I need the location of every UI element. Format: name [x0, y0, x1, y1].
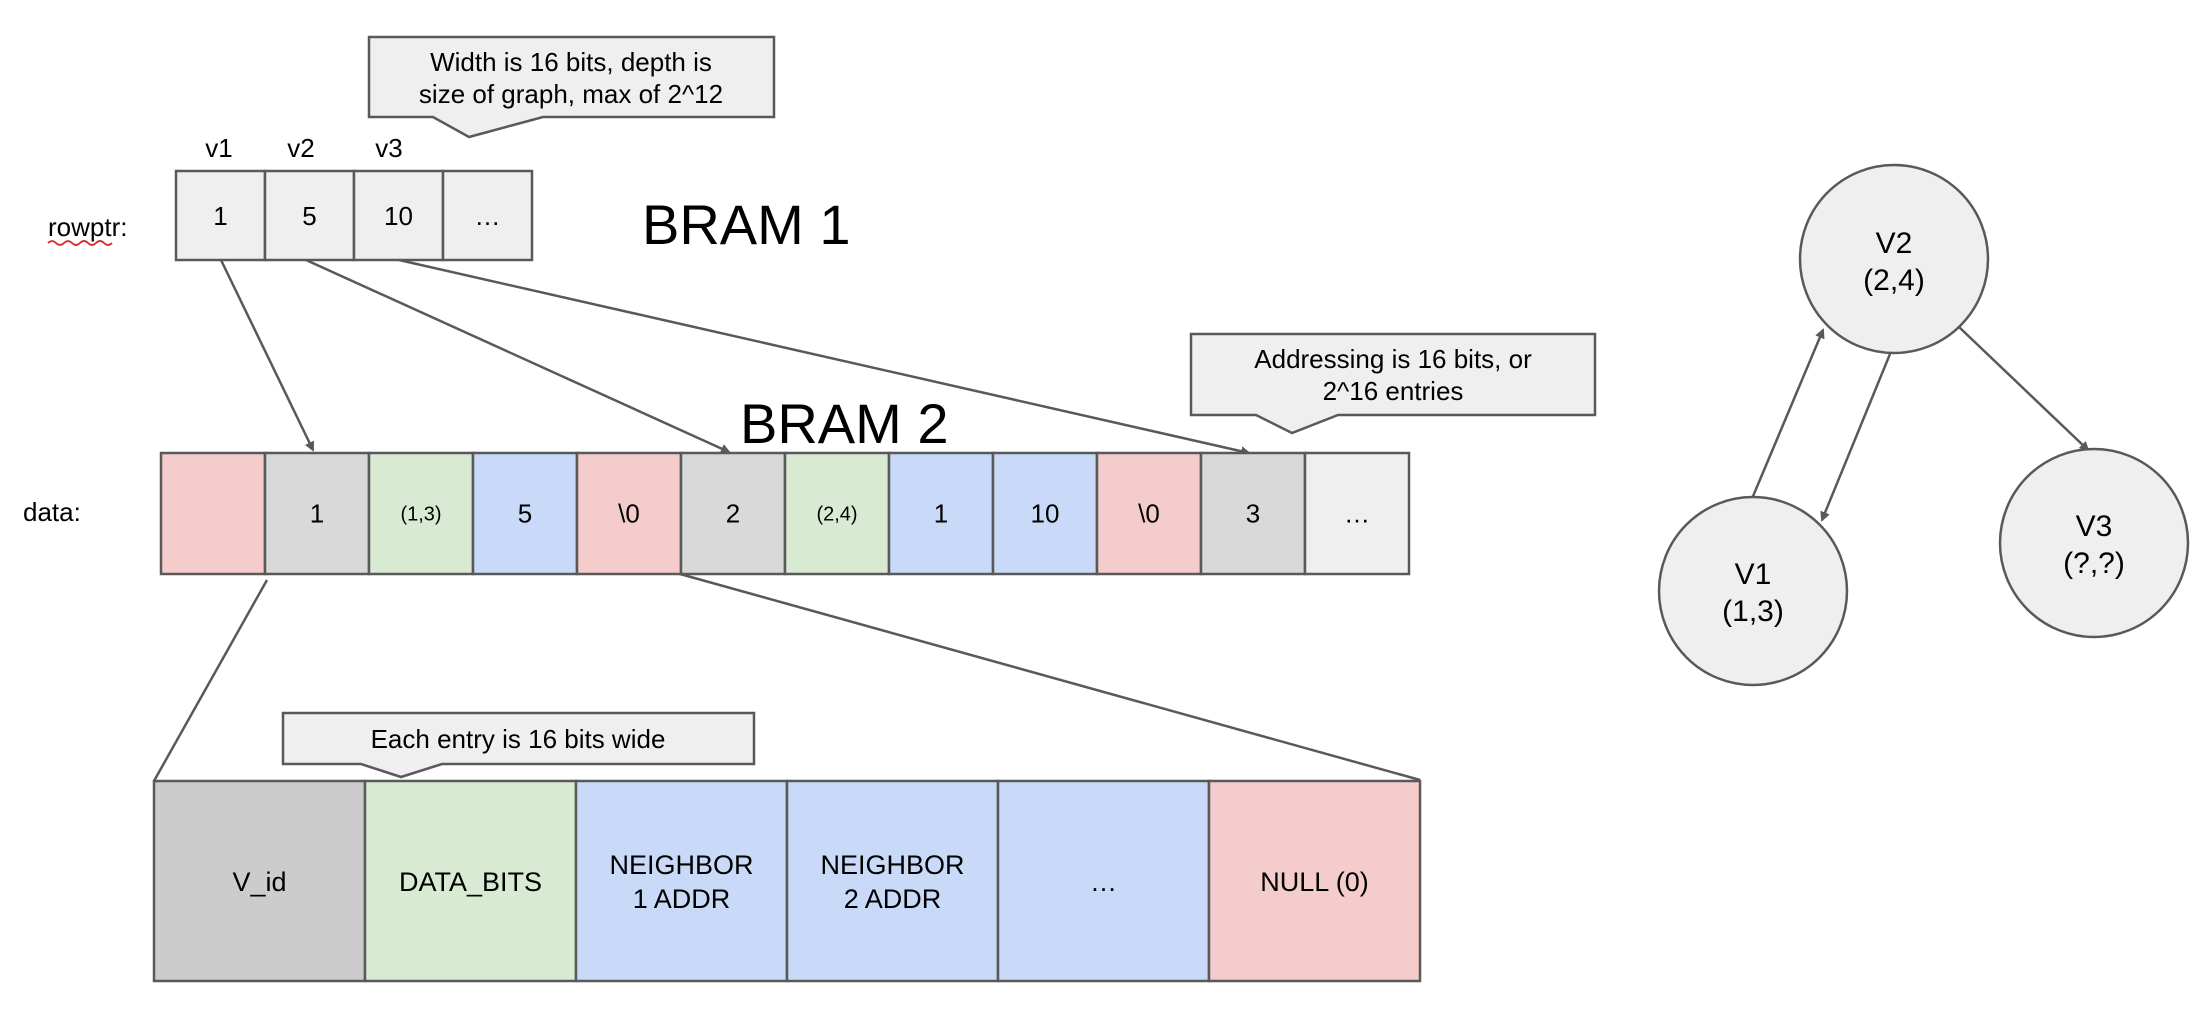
data-cell-value: …	[1344, 499, 1370, 529]
rowptr-cell-value: 1	[213, 201, 227, 231]
rowptr-label: rowptr:	[48, 212, 127, 242]
spellcheck-squiggle	[47, 240, 113, 246]
data-cell-value: 1	[310, 499, 324, 529]
rowptr-cell	[352, 169, 445, 262]
rowptr-v3-pointer-arrow	[398, 258, 1251, 457]
rowptr-cell-value: 5	[302, 201, 316, 231]
node-v1-coords: (1,3)	[1722, 595, 1784, 628]
data-cell	[471, 451, 579, 576]
bram1-title: BRAM 1	[642, 193, 851, 256]
edge-v1-to-v2	[1749, 328, 1825, 502]
node-v2-name: V2	[1876, 227, 1913, 260]
expansion-line-left	[152, 579, 269, 782]
data-cell-value: 1	[934, 499, 948, 529]
entry-field-label: 1 ADDR	[633, 884, 731, 914]
entry-field	[1207, 779, 1422, 983]
data-cell	[991, 451, 1099, 576]
data-cell	[887, 451, 995, 576]
graph-node-v2: V2 (2,4)	[1798, 163, 1990, 355]
entry-field-label: V_id	[232, 867, 286, 897]
bram2-title: BRAM 2	[740, 392, 949, 455]
edge-v2-to-v1	[1820, 353, 1892, 522]
data-cell	[679, 451, 787, 576]
entry-field-label: DATA_BITS	[399, 867, 542, 897]
data-cell	[575, 451, 683, 576]
data-cell	[1303, 451, 1411, 576]
data-cell-value: (2,4)	[816, 504, 857, 526]
entry-width-callout-text: Each entry is 16 bits wide	[371, 724, 666, 754]
data-array: 1 (1,3) 5 \0 2 (2,4) 1 10 \0 3 …	[159, 451, 1411, 576]
data-cell	[783, 451, 891, 576]
rowptr-array: 1 5 10 …	[174, 169, 534, 262]
entry-field	[785, 779, 1000, 983]
graph-node-v3: V3 (?,?)	[1998, 447, 2190, 639]
data-cell	[159, 451, 267, 576]
entry-field-label: 2 ADDR	[844, 884, 942, 914]
rowptr-header-v1: v1	[205, 133, 232, 163]
node-v3-name: V3	[2076, 510, 2113, 543]
node-v1-name: V1	[1735, 558, 1772, 591]
graph-node-v1: V1 (1,3)	[1657, 495, 1849, 687]
data-cell	[367, 451, 475, 576]
data-cell-value: 5	[518, 499, 532, 529]
node-v3-coords: (?,?)	[2063, 547, 2125, 580]
data-cell-value: \0	[618, 499, 640, 529]
rowptr-cell	[441, 169, 534, 262]
rowptr-v1-pointer-arrow	[219, 259, 315, 452]
entry-field-label: NEIGHBOR	[609, 850, 753, 880]
width-depth-callout: Width is 16 bits, depth is size of graph…	[367, 35, 776, 139]
width-depth-callout-line-1: Width is 16 bits, depth is	[430, 47, 712, 77]
addressing-callout: Addressing is 16 bits, or 2^16 entries	[1189, 332, 1597, 435]
rowptr-cell	[263, 169, 356, 262]
data-cell	[1199, 451, 1307, 576]
data-label: data:	[23, 497, 81, 527]
entry-field-label: …	[1090, 867, 1117, 897]
width-depth-callout-line-2: size of graph, max of 2^12	[419, 79, 723, 109]
data-cell-value: \0	[1138, 499, 1160, 529]
entry-width-callout: Each entry is 16 bits wide	[281, 711, 756, 779]
addressing-callout-line-2: 2^16 entries	[1323, 376, 1464, 406]
rowptr-v2-pointer-arrow	[305, 258, 731, 454]
rowptr-cell-value: 10	[384, 201, 413, 231]
entry-layout: V_id DATA_BITS NEIGHBOR 1 ADDR NEIGHBOR 2 ADD…	[152, 779, 1422, 983]
entry-field	[363, 779, 578, 983]
rowptr-header-v2: v2	[287, 133, 314, 163]
rowptr-cell-value: …	[475, 201, 501, 231]
data-cell-value: 10	[1031, 499, 1060, 529]
entry-field	[996, 779, 1211, 983]
data-cell-value: 3	[1246, 499, 1260, 529]
data-cell-value: (1,3)	[400, 504, 441, 526]
entry-field	[574, 779, 789, 983]
edge-v2-to-v3	[1958, 326, 2090, 452]
rowptr-header-v3: v3	[375, 133, 402, 163]
node-v2-coords: (2,4)	[1863, 264, 1925, 297]
entry-field-label: NULL (0)	[1260, 867, 1369, 897]
data-cell-value: 2	[726, 499, 740, 529]
entry-field-label: NEIGHBOR	[820, 850, 964, 880]
entry-field	[152, 779, 367, 983]
expansion-line-right	[679, 572, 1421, 782]
addressing-callout-line-1: Addressing is 16 bits, or	[1254, 344, 1532, 374]
